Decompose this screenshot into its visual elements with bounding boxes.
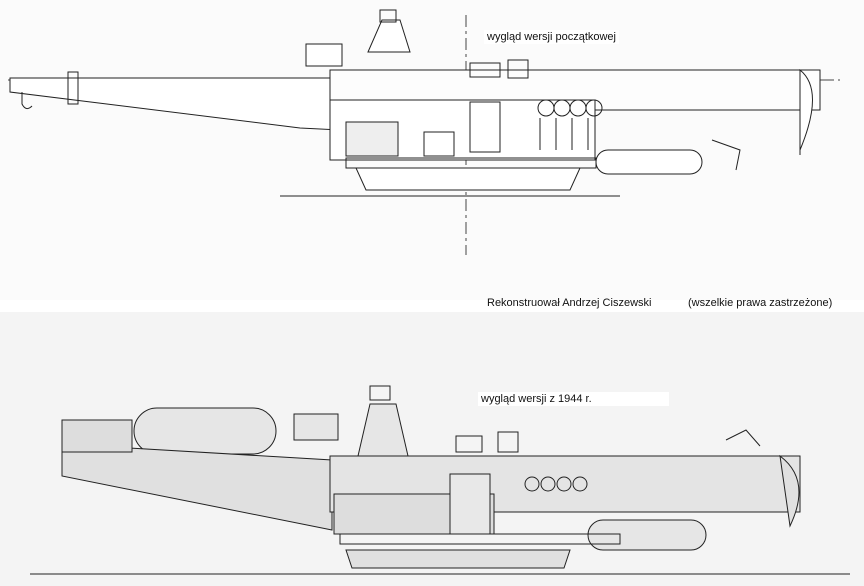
rights-caption: (wszelkie prawa zastrzeżone) (688, 297, 833, 309)
top-gun-drawing (8, 9, 840, 255)
bottom-gun-drawing (30, 385, 850, 575)
credit-caption: Rekonstruował Andrzej Ciszewski (487, 297, 652, 309)
1944-version-caption: wygląd wersji z 1944 r. (478, 392, 669, 406)
initial-version-caption: wygląd wersji początkowej (484, 30, 619, 44)
